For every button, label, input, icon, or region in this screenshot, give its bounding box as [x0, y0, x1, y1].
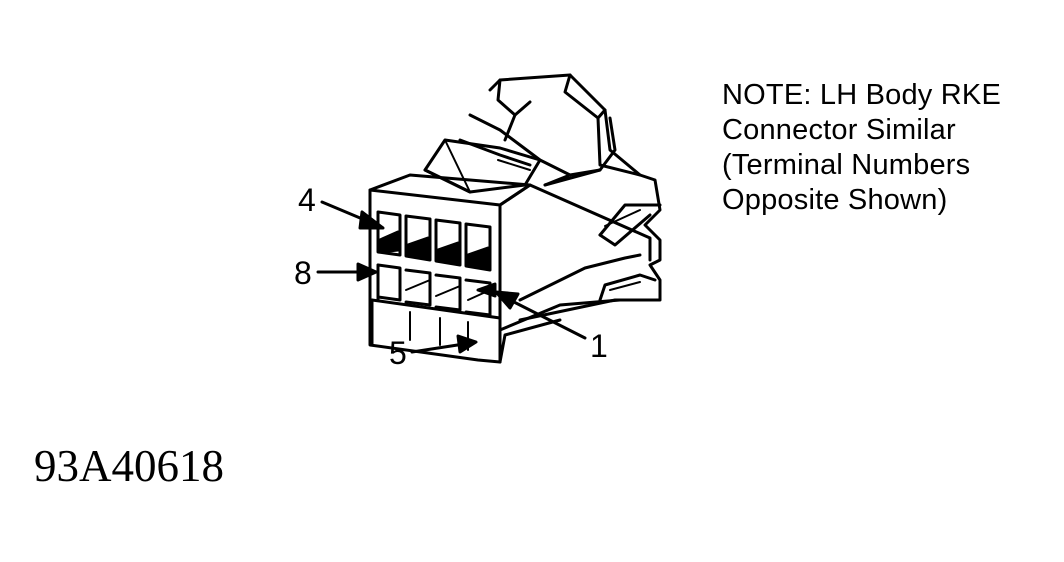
- leader-arrows: [316, 200, 587, 354]
- arrow-pin-5: [410, 342, 466, 354]
- figure-id: 93A40618: [34, 441, 224, 491]
- pin-label-4: 4: [298, 182, 316, 218]
- arrowhead-pin-1: [494, 290, 520, 310]
- arrow-pin-1: [508, 298, 587, 340]
- arrowhead-pin-4: [358, 210, 385, 230]
- connector-note: NOTE: LH Body RKE Connector Similar (Ter…: [722, 78, 1001, 218]
- arrowhead-pin-8: [356, 262, 378, 282]
- arrowhead-pin-5: [456, 334, 478, 354]
- connector-housing: [368, 173, 652, 364]
- pin-label-5: 5: [389, 335, 407, 371]
- note-line-4: Opposite Shown): [722, 184, 948, 216]
- latch-ramp: [423, 138, 542, 194]
- lower-terminal-row: [370, 263, 502, 351]
- note-line-3: (Terminal Numbers: [722, 149, 971, 181]
- note-line-2: Connector Similar: [722, 114, 956, 146]
- note-line-1: NOTE: LH Body RKE: [722, 79, 1001, 111]
- pin-label-8: 8: [294, 255, 312, 291]
- side-clips: [498, 203, 662, 332]
- pin-label-1: 1: [590, 328, 608, 364]
- upper-terminal-row: [376, 210, 492, 272]
